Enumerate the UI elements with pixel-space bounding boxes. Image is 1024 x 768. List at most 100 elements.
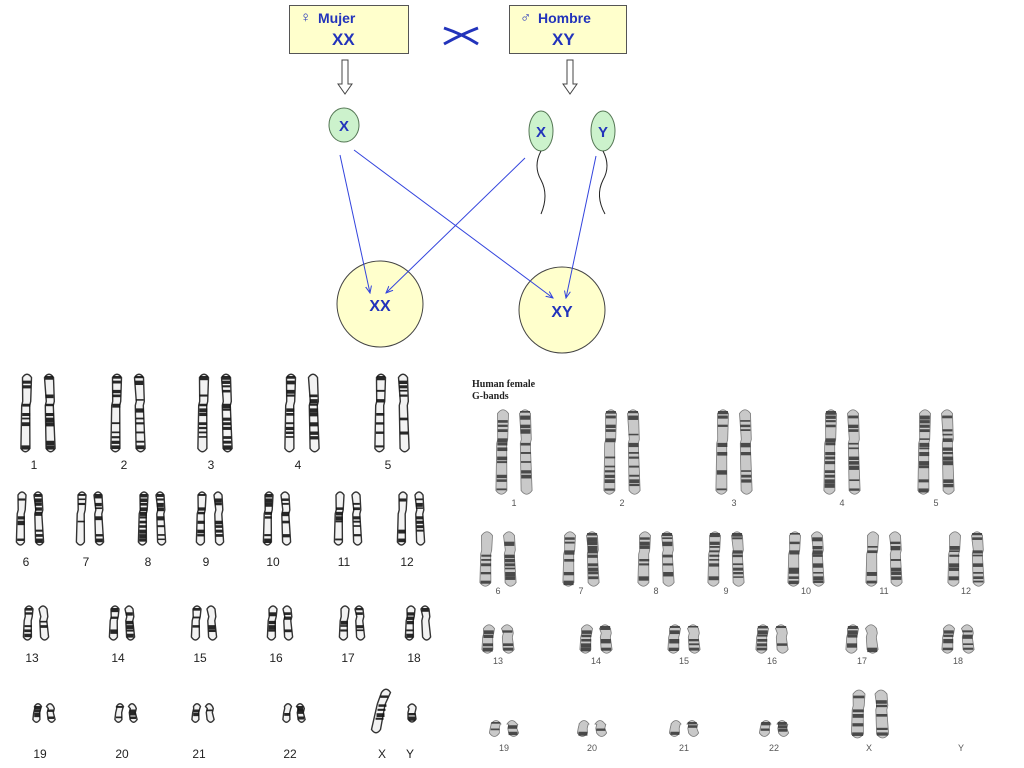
cross-diagram: X X Y XX XY (328, 26, 616, 354)
left-chromosome-Y (407, 703, 417, 723)
male-symbol-icon: ♂ (520, 9, 532, 26)
left-pair-6-a (15, 491, 27, 546)
left-pair-22-b (295, 703, 306, 723)
left-pair-10-b (280, 491, 292, 546)
left-pair-2-b (133, 373, 146, 453)
left-label-2: 2 (121, 458, 128, 472)
right-pair-7-b (586, 531, 600, 587)
left-pair-10-a (262, 491, 274, 546)
left-pair-21-a (191, 703, 202, 723)
arrow-egg-to-xy (353, 149, 553, 298)
left-label-22: 22 (283, 747, 297, 761)
right-pair-14-a (579, 624, 593, 654)
left-pair-15-a (190, 605, 202, 641)
left-pair-14-b (124, 605, 136, 641)
cross-symbol-icon (443, 26, 479, 46)
left-label-20: 20 (115, 747, 129, 761)
zygote-male-label: XY (551, 304, 573, 321)
right-pair-2-b (627, 409, 641, 495)
right-pair-X-a (850, 689, 866, 739)
right-pair-13-a (481, 624, 495, 654)
left-pair-5-b (397, 373, 410, 453)
right-pair-20-b (594, 720, 608, 737)
sperm-x-label: X (536, 124, 546, 141)
right-label-Y: Y (958, 743, 964, 753)
right-pair-21-b (686, 720, 700, 737)
left-pair-11-b (351, 491, 363, 546)
sperm-y-label: Y (598, 124, 608, 141)
right-label-10: 10 (801, 586, 811, 596)
right-pair-19-b (506, 720, 520, 737)
male-parent-box: ♂ Hombre XY (509, 5, 627, 54)
left-pair-9-a (195, 491, 207, 546)
right-label-21: 21 (679, 743, 689, 753)
left-label-5: 5 (385, 458, 392, 472)
gbands-title-line2: G-bands (472, 391, 509, 402)
left-pair-2-a (110, 373, 123, 453)
left-pair-4-b (307, 373, 320, 453)
right-label-9: 9 (723, 586, 728, 596)
left-pair-13-a (22, 605, 34, 641)
right-pair-22-b (776, 720, 790, 737)
right-pair-15-a (667, 624, 681, 654)
right-label-3: 3 (731, 498, 736, 508)
right-pair-10-a (787, 531, 801, 587)
right-label-8: 8 (653, 586, 658, 596)
right-pair-6-a (479, 531, 493, 587)
right-pair-14-b (599, 624, 613, 654)
right-pair-7-a (562, 531, 576, 587)
right-label-12: 12 (961, 586, 971, 596)
right-pair-5-a (917, 409, 931, 495)
left-pair-20-b (127, 703, 138, 723)
gbands-title-line1: Human female (472, 379, 536, 390)
right-pair-2-a (603, 409, 617, 495)
right-pair-1-b (519, 409, 533, 495)
left-pair-13-b (38, 605, 50, 641)
arrow-egg-to-xx (339, 154, 370, 293)
left-label-12: 12 (400, 555, 414, 569)
right-pair-16-b (775, 624, 789, 654)
left-pair-9-b (213, 491, 225, 546)
right-pair-12-a (947, 531, 961, 587)
left-label-9: 9 (203, 555, 210, 569)
left-label-18: 18 (407, 651, 421, 665)
left-pair-15-b (206, 605, 218, 641)
male-down-arrow-icon (562, 59, 578, 95)
female-genotype: XX (332, 30, 355, 49)
right-label-19: 19 (499, 743, 509, 753)
right-label-4: 4 (839, 498, 844, 508)
right-pair-11-b (889, 531, 903, 587)
right-pair-21-a (668, 720, 682, 737)
left-pair-6-b (33, 491, 45, 546)
right-pair-12-b (971, 531, 985, 587)
left-pair-16-b (282, 605, 294, 641)
left-pair-12-a (396, 491, 408, 546)
right-pair-11-a (865, 531, 879, 587)
left-pair-18-b (420, 605, 432, 641)
left-label-7: 7 (83, 555, 90, 569)
sperm-x-tail (536, 150, 546, 215)
left-label-19: 19 (33, 747, 47, 761)
left-label-13: 13 (25, 651, 39, 665)
left-pair-19-b (45, 703, 56, 723)
left-pair-3-b (220, 373, 233, 453)
left-label-1: 1 (31, 458, 38, 472)
left-pair-1-a (20, 373, 33, 453)
right-label-X: X (866, 743, 872, 753)
left-pair-5-a (374, 373, 387, 453)
right-label-6: 6 (495, 586, 500, 596)
left-pair-8-a (137, 491, 149, 546)
left-label-8: 8 (145, 555, 152, 569)
arrow-spermy-to-xy (566, 155, 597, 298)
female-label: Mujer (318, 10, 356, 26)
right-pair-3-b (739, 409, 753, 495)
female-symbol-icon: ♀ (300, 9, 312, 26)
right-pair-8-b (661, 531, 675, 587)
right-pair-18-b (961, 624, 975, 654)
left-label-17: 17 (341, 651, 355, 665)
right-pair-10-b (811, 531, 825, 587)
right-pair-16-a (755, 624, 769, 654)
right-label-16: 16 (767, 656, 777, 666)
right-pair-9-b (731, 531, 745, 587)
